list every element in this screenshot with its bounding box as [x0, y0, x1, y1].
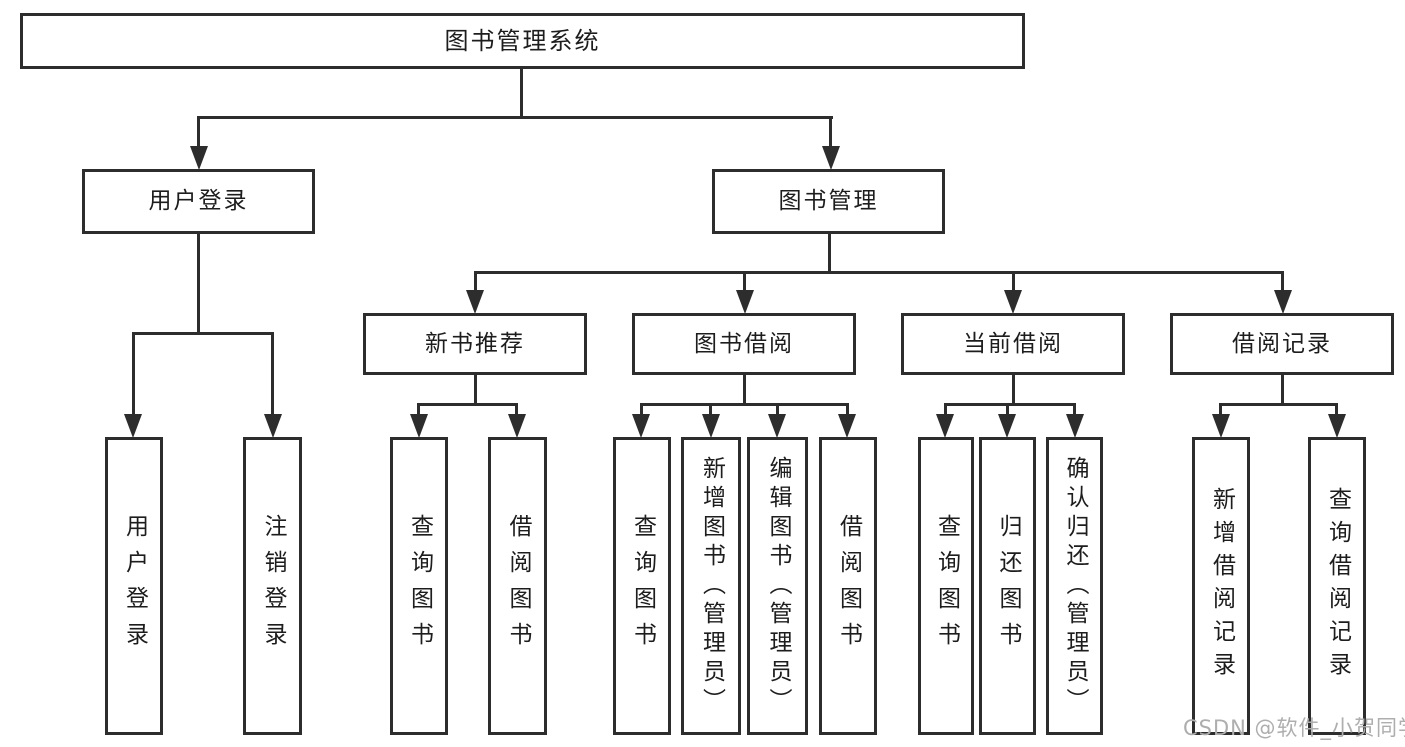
edge-current-split: [944, 403, 1076, 406]
edge-to-book-management: [829, 116, 832, 148]
arrowhead-current-borrow: [1004, 290, 1022, 314]
edge-stub-query-borrow: [640, 403, 643, 416]
arrowhead-add-record: [1212, 414, 1230, 438]
leaf-borrow-books-recommend: 借阅图书: [488, 437, 547, 735]
node-book-management: 图书管理: [712, 169, 945, 234]
edge-stub-edit-book: [776, 403, 779, 416]
arrowhead-book-borrow: [736, 290, 754, 314]
arrowhead-leaf-logout: [264, 414, 282, 438]
node-new-book-recommend: 新书推荐: [363, 313, 587, 375]
edge-recommend-split: [417, 403, 518, 406]
edge-user-login-stem: [197, 234, 200, 335]
arrowhead-borrow-book: [838, 414, 856, 438]
node-current-borrow: 当前借阅: [901, 313, 1125, 375]
arrowhead-leaf-user-login: [124, 414, 142, 438]
node-book-borrow: 图书借阅: [632, 313, 856, 375]
edge-stub-borrow-recommend: [515, 403, 518, 416]
leaf-confirm-return-admin: 确认归还（管理员）: [1046, 437, 1103, 735]
edge-records-stem: [1281, 375, 1284, 406]
edge-book-mgmt-split: [474, 271, 1284, 274]
edge-borrow-stem: [743, 375, 746, 406]
edge-current-stem: [1012, 375, 1015, 406]
edge-stub-query-recommend: [417, 403, 420, 416]
edge-to-leaf-user-login: [132, 332, 135, 416]
leaf-return-books: 归还图书: [979, 437, 1036, 735]
edge-to-new-book-recommend: [474, 271, 477, 293]
arrowhead-query-borrow: [632, 414, 650, 438]
arrowhead-query-record: [1328, 414, 1346, 438]
edge-stub-return-books: [1006, 403, 1009, 416]
edge-to-user-login: [197, 116, 200, 148]
node-root-system: 图书管理系统: [20, 13, 1025, 69]
arrowhead-borrow-recommend: [508, 414, 526, 438]
arrowhead-confirm-return: [1066, 414, 1084, 438]
leaf-query-books-recommend: 查询图书: [390, 437, 448, 735]
arrowhead-borrow-records: [1274, 290, 1292, 314]
arrowhead-add-book: [702, 414, 720, 438]
edge-stub-query-record: [1335, 403, 1338, 416]
arrowhead-book-management: [822, 146, 840, 170]
leaf-query-books-borrow: 查询图书: [613, 437, 671, 735]
leaf-edit-book-admin: 编辑图书（管理员）: [747, 437, 808, 735]
arrowhead-query-current: [936, 414, 954, 438]
edge-to-leaf-logout: [271, 332, 274, 416]
arrowhead-new-book-recommend: [466, 290, 484, 314]
edge-records-split: [1219, 403, 1338, 406]
edge-user-login-split: [132, 332, 274, 335]
edge-book-mgmt-stem: [828, 234, 831, 274]
leaf-query-borrow-record: 查询借阅记录: [1308, 437, 1366, 735]
edge-borrow-split: [640, 403, 849, 406]
leaf-add-book-admin: 新增图书（管理员）: [681, 437, 741, 735]
arrowhead-return-books: [998, 414, 1016, 438]
edge-stub-confirm-return: [1073, 403, 1076, 416]
leaf-user-login: 用户登录: [105, 437, 163, 735]
arrowhead-query-recommend: [410, 414, 428, 438]
leaf-add-borrow-record: 新增借阅记录: [1192, 437, 1250, 735]
edge-stub-borrow-book: [846, 403, 849, 416]
edge-stub-add-book: [709, 403, 712, 416]
arrowhead-edit-book: [768, 414, 786, 438]
edge-root-split: [197, 116, 833, 119]
edge-to-borrow-records: [1281, 271, 1284, 293]
edge-to-current-borrow: [1012, 271, 1015, 293]
node-user-login: 用户登录: [82, 169, 315, 234]
edge-recommend-stem: [474, 375, 477, 406]
arrowhead-user-login: [190, 146, 208, 170]
edge-to-book-borrow: [743, 271, 746, 293]
watermark-csdn: CSDN @软件_小贺同学: [1183, 716, 1405, 740]
leaf-borrow-books-borrow: 借阅图书: [819, 437, 877, 735]
edge-stub-add-record: [1219, 403, 1222, 416]
node-borrow-records: 借阅记录: [1170, 313, 1394, 375]
leaf-logout: 注销登录: [243, 437, 302, 735]
edge-stub-query-current: [944, 403, 947, 416]
edge-root-stem: [520, 68, 523, 118]
leaf-query-books-current: 查询图书: [918, 437, 974, 735]
